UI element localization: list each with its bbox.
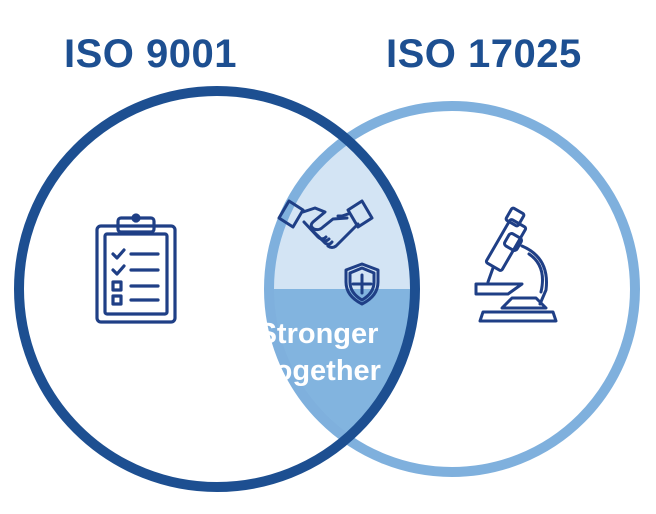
center-label-line1: Stronger [258,318,379,350]
iso-17025-circle [264,101,640,477]
iso-9001-title: ISO 9001 [64,32,238,76]
center-label-line2: Together [259,355,381,387]
overlap-region-bottom [269,289,415,472]
iso-17025-title: ISO 17025 [386,32,582,76]
shield-cross-icon [344,262,380,306]
microscope-icon [474,206,558,323]
iso-9001-circle [14,86,420,492]
clipboard-checklist-icon [95,213,177,324]
handshake-icon [277,199,374,249]
overlap-region-top [269,106,415,289]
